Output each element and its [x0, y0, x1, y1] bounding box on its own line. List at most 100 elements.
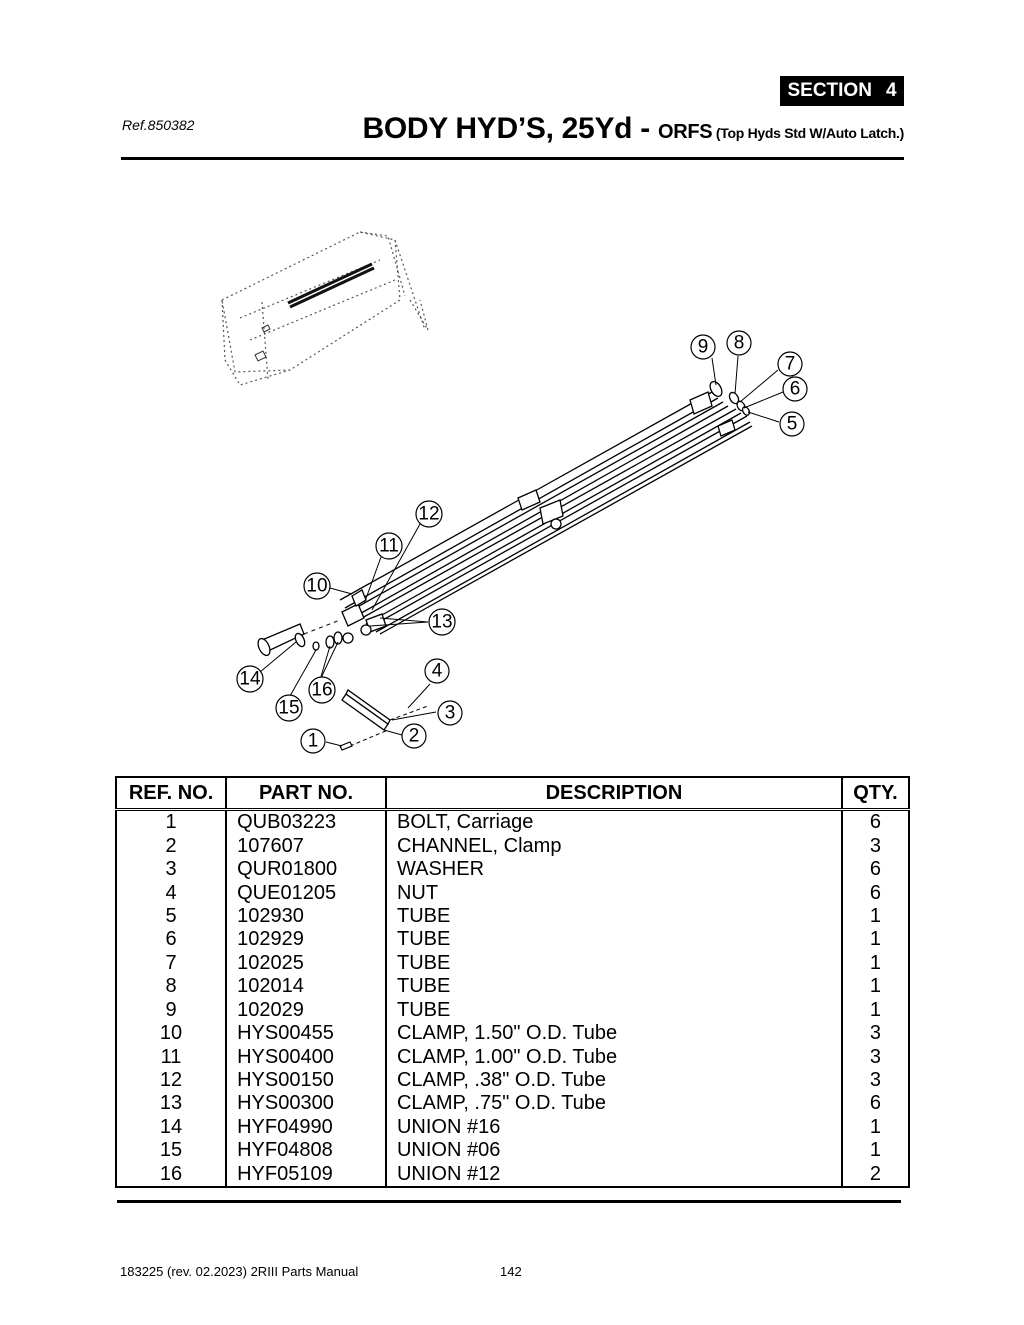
part-number-cell: 102930 — [225, 904, 386, 929]
column-header-part: PART NO. — [225, 777, 386, 811]
qty-cell: 1 — [840, 1139, 909, 1163]
callout-3: 3 — [437, 700, 463, 726]
ref-cell: 4 — [165, 881, 177, 904]
callout-label: 16 — [311, 680, 332, 701]
footer-document-info: 183225 (rev. 02.2023) 2RIII Parts Manual — [120, 1264, 359, 1279]
callout-label: 1 — [308, 731, 319, 752]
part-number-cell: HYS00455 — [225, 1021, 386, 1046]
callout-label: 10 — [306, 576, 327, 597]
part-number-cell: 102929 — [225, 928, 386, 952]
ref-cell: 7 — [165, 951, 177, 974]
qty-cell: 1 — [840, 951, 909, 976]
callout-12: 12 — [415, 500, 443, 528]
ref-cell: 15 — [159, 1139, 183, 1162]
clamp-channel — [341, 689, 391, 731]
leader-lines — [259, 355, 784, 747]
callout-13: 13 — [428, 608, 456, 636]
description-cell: CLAMP, 1.00" O.D. Tube — [384, 1045, 842, 1069]
left-clamps — [341, 589, 387, 644]
page-number: 142 — [500, 1264, 522, 1279]
callout-9: 9 — [690, 334, 716, 360]
truck-body-hoses — [287, 262, 375, 309]
exploded-parts-diagram: 9 8 7 6 5 12 11 10 13 4 14 16 15 3 2 1 — [221, 231, 808, 754]
callout-2: 2 — [401, 723, 427, 749]
description-cell: BOLT, Carriage — [384, 809, 842, 835]
description-cell: NUT — [384, 881, 842, 905]
parts-table: REF. NO. PART NO. DESCRIPTION QTY. 1 QUB0… — [115, 776, 910, 1188]
callout-label: 12 — [418, 504, 439, 525]
part-number-cell: HYF04990 — [225, 1115, 386, 1140]
callout-label: 8 — [734, 333, 745, 354]
callout-label: 7 — [785, 354, 796, 375]
qty-cell: 1 — [840, 928, 909, 952]
tube-end-fittings — [689, 380, 751, 437]
section-number: 4 — [885, 80, 897, 101]
callout-label: 11 — [379, 536, 399, 557]
title-main: BODY HYD’S, 25Yd - — [362, 112, 658, 145]
part-number-cell: 102029 — [225, 998, 386, 1022]
part-number-cell: 102014 — [225, 975, 386, 999]
callout-5: 5 — [779, 411, 805, 437]
callout-label: 6 — [790, 379, 801, 400]
callout-4: 4 — [424, 658, 450, 684]
callout-label: 13 — [431, 612, 452, 633]
description-cell: WASHER — [384, 857, 842, 882]
title-sub1: ORFS — [657, 121, 713, 143]
part-number-cell: 107607 — [225, 834, 386, 858]
column-header-qty: QTY. — [840, 777, 909, 811]
callout-label: 4 — [432, 661, 443, 682]
callout-10: 10 — [303, 572, 331, 600]
column-header-description: DESCRIPTION — [384, 777, 842, 811]
qty-cell: 3 — [840, 1045, 909, 1069]
ref-cell: 13 — [159, 1092, 183, 1115]
description-cell: TUBE — [384, 951, 842, 976]
part-number-cell: QUE01205 — [225, 881, 386, 905]
ref-cell: 1 — [165, 811, 177, 834]
truck-body-inset — [221, 231, 429, 386]
section-label: SECTION — [787, 80, 872, 101]
part-number-cell: HYS00150 — [225, 1068, 386, 1093]
callout-label: 5 — [787, 414, 798, 435]
footer-rule — [117, 1200, 901, 1203]
qty-cell: 1 — [840, 904, 909, 929]
part-number-cell: 102025 — [225, 951, 386, 976]
description-cell: TUBE — [384, 904, 842, 929]
part-number-cell: QUR01800 — [225, 857, 386, 882]
description-cell: TUBE — [384, 998, 842, 1022]
callout-1: 1 — [300, 728, 326, 754]
description-cell: TUBE — [384, 928, 842, 952]
callout-6: 6 — [782, 376, 808, 402]
callout-label: 2 — [409, 726, 420, 747]
ref-cell: 11 — [160, 1045, 182, 1068]
qty-cell: 1 — [840, 975, 909, 999]
description-cell: TUBE — [384, 975, 842, 999]
qty-cell: 6 — [840, 1092, 909, 1116]
description-cell: CLAMP, .38" O.D. Tube — [384, 1068, 842, 1093]
section-badge: SECTION 4 — [780, 76, 904, 106]
ref-cell: 9 — [165, 998, 177, 1021]
qty-cell: 2 — [840, 1162, 909, 1187]
table-header-row: REF. NO. PART NO. DESCRIPTION QTY. — [116, 777, 909, 811]
part-number-cell: QUB03223 — [225, 809, 386, 835]
part-number-cell: HYS00400 — [225, 1045, 386, 1069]
column-header-ref: REF. NO. — [116, 777, 227, 811]
qty-cell: 3 — [840, 834, 909, 858]
description-cell: UNION #12 — [384, 1162, 842, 1187]
callout-15: 15 — [275, 694, 303, 722]
qty-cell: 6 — [840, 881, 909, 905]
middle-clamps — [517, 489, 564, 530]
description-cell: UNION #16 — [384, 1115, 842, 1140]
callout-7: 7 — [777, 351, 803, 377]
callout-16: 16 — [308, 676, 336, 704]
title-sub2: (Top Hyds Std W/Auto Latch.) — [712, 125, 904, 141]
